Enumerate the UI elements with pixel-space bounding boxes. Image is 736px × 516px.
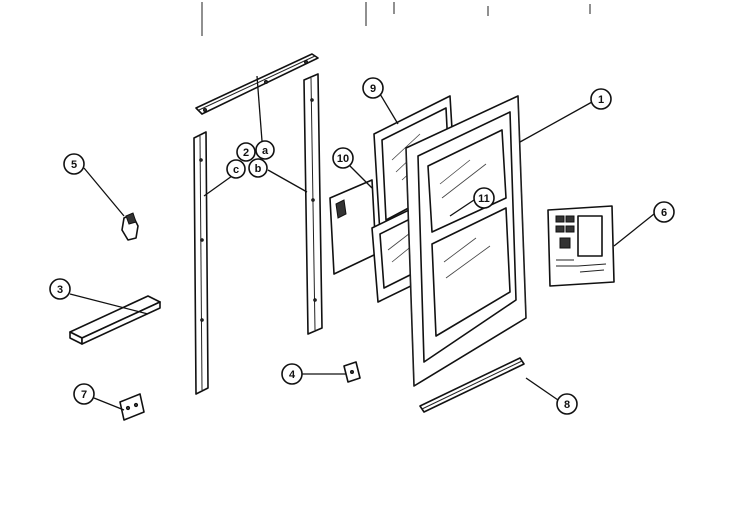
callout-c: c [226,159,246,179]
callout-5: 5 [63,153,85,175]
callout-8-label: 8 [564,399,570,411]
callout-3-label: 3 [57,284,63,296]
callout-2-label: 2 [243,147,249,159]
callout-3: 3 [49,278,71,300]
control-panel-card [547,205,615,287]
callout-a-label: a [262,145,269,157]
scan-marks [201,2,591,36]
leader-lines [69,75,655,411]
callout-11: 11 [473,187,495,209]
callout-6-label: 6 [661,207,667,219]
callout-1: 1 [590,88,612,110]
callout-11-label: 11 [478,193,490,205]
callout-4: 4 [281,363,303,385]
small-plate [119,393,145,421]
callout-8: 8 [556,393,578,415]
callout-9: 9 [362,77,384,99]
callout-10-label: 10 [337,153,349,165]
callout-2: 2 [236,142,256,162]
callout-b-label: b [255,163,262,175]
callout-b: b [248,158,268,178]
callout-a: a [255,140,275,160]
clip-part [121,212,139,241]
callout-6: 6 [653,201,675,223]
callout-9-label: 9 [370,83,376,95]
callout-7: 7 [73,383,95,405]
right-trim-strip [303,73,323,335]
bottom-sill-strip [419,357,525,413]
small-bracket [343,361,361,383]
callout-7-label: 7 [81,389,87,401]
callout-4-label: 4 [289,369,296,381]
callout-1-label: 1 [598,94,604,106]
panel-sheet [329,179,377,275]
callout-10: 10 [332,147,354,169]
left-trim-strip [193,131,209,395]
door-frame [405,95,527,387]
callout-5-label: 5 [71,159,77,171]
bottom-bar [69,295,161,345]
callout-c-label: c [233,164,239,176]
